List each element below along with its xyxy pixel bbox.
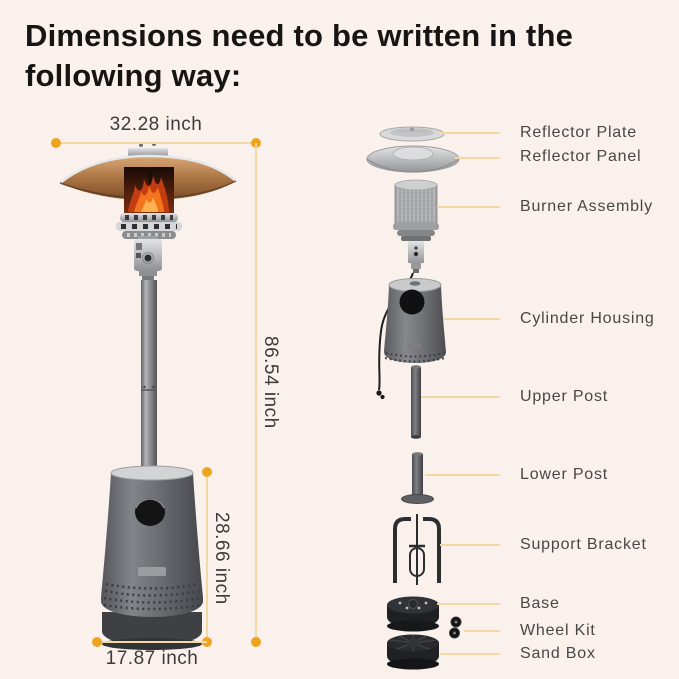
part-label-support-bracket: Support Bracket (520, 536, 647, 553)
part-label-wheel-kit: Wheel Kit (520, 622, 596, 639)
part-label-lower-post: Lower Post (520, 466, 609, 483)
connector-line (425, 474, 500, 476)
dimension-dot (251, 637, 261, 647)
dimension-base-width: 17.87 inch (105, 648, 199, 669)
dimension-line-total-height (255, 143, 257, 642)
page-title: Dimensions need to be written in the fol… (25, 18, 574, 93)
connector-line (455, 157, 500, 159)
connector-line (440, 653, 500, 655)
exploded-parts-image (366, 126, 462, 670)
dimension-dot (92, 637, 102, 647)
dimension-line-top-width (56, 142, 256, 144)
dimension-dot (51, 138, 61, 148)
burner-assembly-image (376, 179, 439, 400)
lower-post-image (401, 452, 434, 504)
base-image (387, 596, 439, 632)
patio-heater-image (59, 142, 237, 650)
upper-post-image (411, 365, 421, 439)
part-label-cylinder-housing: Cylinder Housing (520, 310, 655, 327)
support-bracket-image (393, 514, 441, 585)
dimension-dot (202, 637, 212, 647)
reflector-plate-image (379, 126, 445, 142)
dimension-total-height: 86.54 inch (260, 336, 281, 429)
connector-line (437, 603, 500, 605)
connector-line (464, 630, 500, 632)
part-label-upper-post: Upper Post (520, 388, 609, 405)
dimension-dot (202, 467, 212, 477)
reflector-panel-image (366, 145, 460, 173)
connector-line (437, 132, 500, 134)
part-label-reflector-plate: Reflector Plate (520, 124, 637, 141)
wheel-kit-image (449, 616, 462, 639)
part-label-reflector-panel: Reflector Panel (520, 148, 642, 165)
dimension-top-width: 32.28 inch (109, 114, 203, 135)
part-label-base: Base (520, 595, 560, 612)
connector-line (421, 396, 500, 398)
sand-box-image (387, 634, 439, 670)
dimension-base-height: 28.66 inch (211, 512, 232, 605)
connector-line (437, 206, 500, 208)
part-label-burner-assembly: Burner Assembly (520, 198, 653, 215)
dimension-line-base-height (206, 472, 208, 642)
dimension-line-base-width (97, 641, 207, 643)
part-label-sand-box: Sand Box (520, 645, 596, 662)
cylinder-housing-image (384, 278, 446, 363)
connector-line (443, 318, 500, 320)
connector-line (440, 544, 500, 546)
